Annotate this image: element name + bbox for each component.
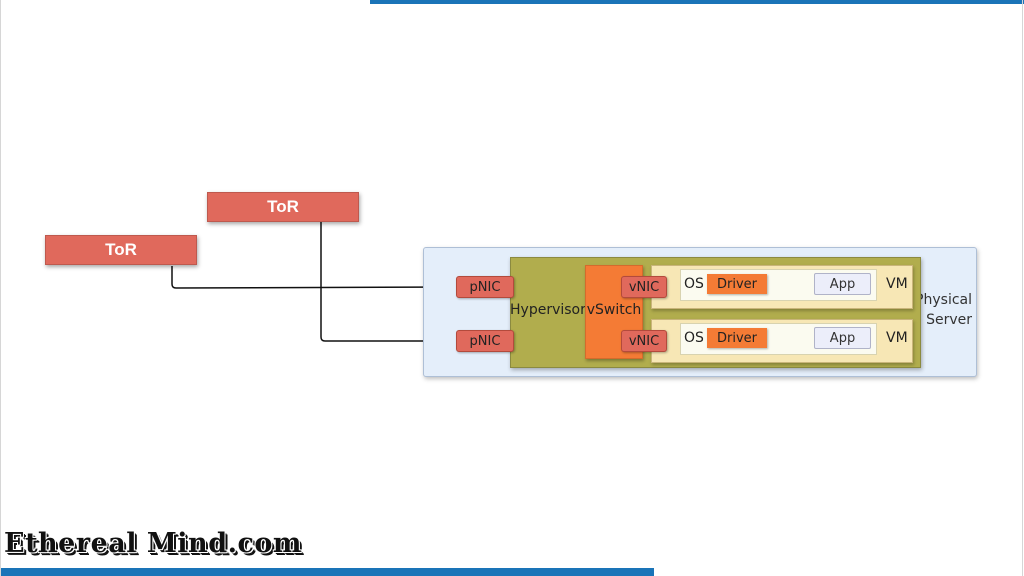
app-box-1: App xyxy=(814,273,871,295)
vm-label-2: VM xyxy=(886,330,908,346)
driver-box-1: Driver xyxy=(707,274,767,294)
slide-left-border xyxy=(0,0,1,576)
brand-logo-text: Ethereal Mind.com xyxy=(4,528,302,559)
link-tor2-to-pnic1 xyxy=(171,266,459,289)
driver-box-2: Driver xyxy=(707,328,767,348)
pnic-2: pNIC xyxy=(456,330,514,352)
tor-switch-1: ToR xyxy=(207,192,359,222)
slide-right-border xyxy=(1022,0,1023,576)
server-label-line1: Physical xyxy=(915,292,972,308)
vnic-2: vNIC xyxy=(621,330,667,352)
app-box-2: App xyxy=(814,327,871,349)
bottom-accent-bar xyxy=(0,568,654,576)
hypervisor-label: Hypervisor xyxy=(510,302,586,318)
physical-server-label: Physical Server xyxy=(900,290,972,330)
vnic-1: vNIC xyxy=(621,276,667,298)
pnic-1: pNIC xyxy=(456,276,514,298)
server-label-line2: Server xyxy=(926,312,972,328)
os-label-1: OS xyxy=(684,276,704,292)
top-accent-bar xyxy=(370,0,1024,4)
vm-label-1: VM xyxy=(886,276,908,292)
vswitch-label: vSwitch xyxy=(586,302,642,318)
os-label-2: OS xyxy=(684,330,704,346)
tor-switch-2: ToR xyxy=(45,235,197,265)
